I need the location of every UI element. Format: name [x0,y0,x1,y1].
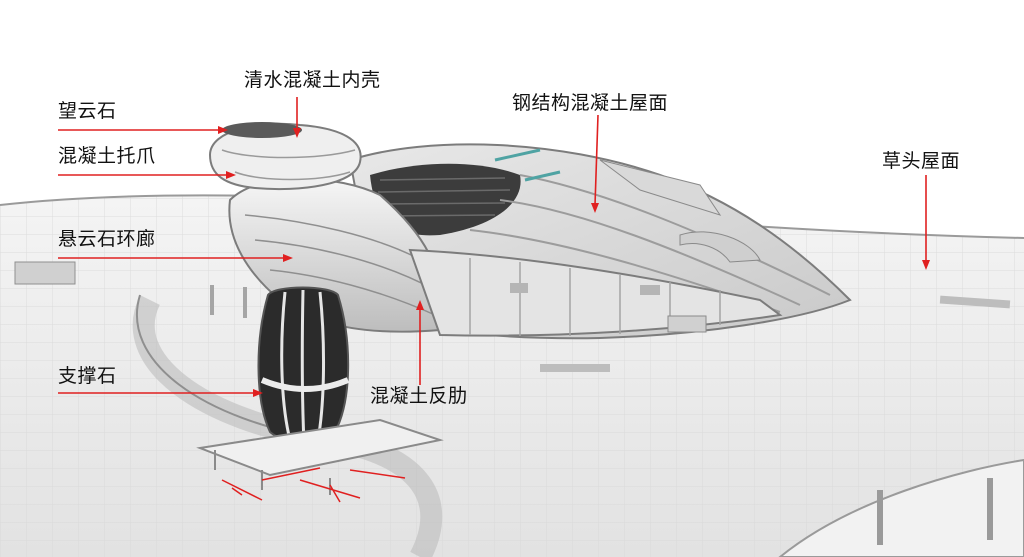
label-corridor: 悬云石环廊 [58,228,156,250]
top-stone [208,122,362,191]
arrow-claw [58,171,236,179]
label-wangyunshi: 望云石 [58,100,117,122]
label-steel-roof: 钢结构混凝土屋面 [512,92,669,114]
annotation-pointers [58,97,930,397]
arrow-grass-roof [922,175,930,270]
label-inner-shell: 清水混凝土内壳 [244,69,381,91]
arrow-support [58,389,263,397]
support-stone [196,286,444,503]
arrow-wangyunshi [58,126,228,134]
label-grass-roof: 草头屋面 [882,150,961,172]
label-support: 支撑石 [58,365,117,387]
arrow-corridor [58,254,293,262]
arrow-inner-shell [293,97,301,138]
label-rib: 混凝土反肋 [370,385,468,407]
arrow-rib [416,300,424,385]
arrow-steel-roof [591,114,599,213]
label-claw: 混凝土托爪 [58,145,156,167]
